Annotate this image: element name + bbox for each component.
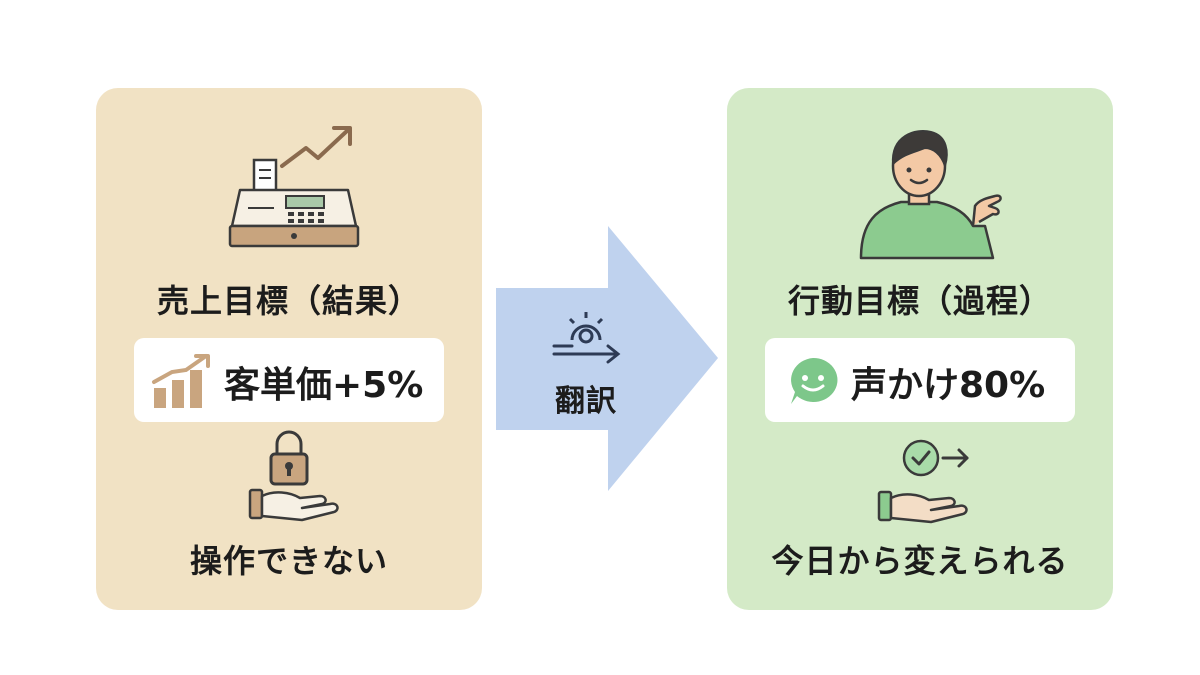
cash-register-icon bbox=[228, 126, 360, 248]
bar-growth-icon bbox=[152, 354, 210, 408]
translation-arrow: 翻訳 bbox=[496, 226, 721, 491]
lock-icon bbox=[269, 430, 309, 486]
process-goal-title: 行動目標（過程） bbox=[787, 282, 1052, 320]
check-circle-arrow-icon bbox=[902, 439, 969, 477]
process-goal-caption: 今日から変えられる bbox=[771, 542, 1069, 580]
gear-arrow-icon bbox=[552, 312, 621, 364]
open-hand-icon bbox=[248, 488, 339, 522]
process-metric-card: 声かけ80% bbox=[765, 338, 1075, 422]
result-goal-title: 売上目標（結果） bbox=[156, 282, 421, 320]
rising-trend-arrow-icon bbox=[280, 126, 352, 168]
result-metric-value: 客単価+5% bbox=[224, 365, 424, 406]
result-metric-card: 客単価+5% bbox=[134, 338, 444, 422]
smile-chat-icon bbox=[791, 357, 838, 404]
process-goal-panel: 行動目標（過程） 声かけ80% 今日から変えられる bbox=[727, 88, 1113, 610]
right-arrow-shape bbox=[496, 226, 718, 491]
translation-label: 翻訳 bbox=[555, 384, 617, 419]
result-goal-panel: 売上目標（結果） 客単価+5% 操作できない bbox=[96, 88, 482, 610]
result-goal-caption: 操作できない bbox=[189, 542, 388, 580]
person-waving-icon bbox=[859, 130, 1002, 260]
open-hand-icon bbox=[877, 490, 968, 524]
process-metric-value: 声かけ80% bbox=[851, 365, 1046, 406]
